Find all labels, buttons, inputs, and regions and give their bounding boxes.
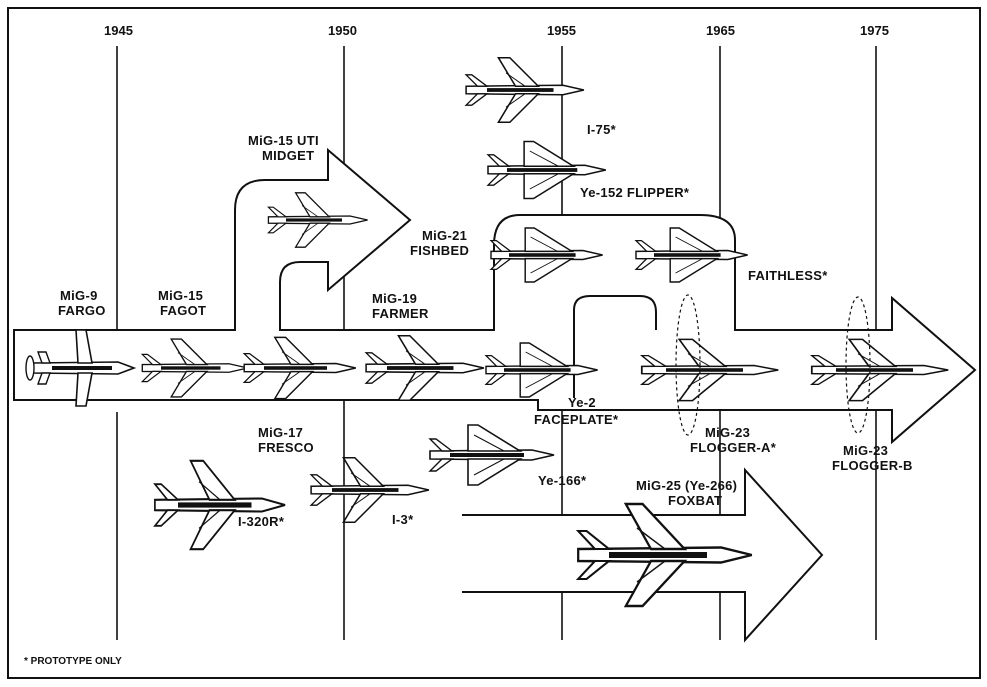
aircraft-labels: MiG-9 FARGO MiG-15 FAGOT MiG-15 UTI MIDG… <box>58 122 913 529</box>
ye2-branch-line <box>573 295 657 398</box>
year-label: 1950 <box>328 23 357 38</box>
mig21-label: FISHBED <box>410 243 469 258</box>
mig19-label: MiG-19 <box>372 291 417 306</box>
i75-silhouette <box>465 56 585 124</box>
i3-label: I-3* <box>392 512 414 527</box>
mig23a-label: FLOGGER-A* <box>690 440 777 455</box>
mig15-label: MiG-15 <box>158 288 203 303</box>
year-labels: 1945 1950 1955 1965 1975 <box>104 23 889 38</box>
mig19-label: FARMER <box>372 306 429 321</box>
i320r-silhouette <box>153 459 287 551</box>
year-label: 1945 <box>104 23 133 38</box>
ye166-silhouette <box>429 424 555 486</box>
mig23b-label: MiG-23 <box>843 443 888 458</box>
i320r-label: I-320R* <box>238 514 285 529</box>
mig9-label: FARGO <box>58 303 106 318</box>
diagram-frame <box>7 7 981 679</box>
mig9-label: MiG-9 <box>60 288 98 303</box>
faithless-label: FAITHLESS* <box>748 268 828 283</box>
year-label: 1975 <box>860 23 889 38</box>
ye166-label: Ye-166* <box>538 473 587 488</box>
mig17-label: FRESCO <box>258 440 314 455</box>
mig25-label: FOXBAT <box>668 493 722 508</box>
mig17-label: MiG-17 <box>258 425 303 440</box>
mig15-label: FAGOT <box>160 303 206 318</box>
ye2-label: FACEPLATE* <box>534 412 619 427</box>
year-label: 1955 <box>547 23 576 38</box>
mig23b-label: FLOGGER-B <box>832 458 913 473</box>
footnote: * PROTOTYPE ONLY <box>24 656 122 667</box>
mig21-label: MiG-21 <box>422 228 467 243</box>
year-label: 1965 <box>706 23 735 38</box>
ye2-label: Ye-2 <box>568 395 596 410</box>
mig23a-label: MiG-23 <box>705 425 750 440</box>
swing-wing-outlines <box>675 294 871 436</box>
mig15uti-label: MiG-15 UTI <box>248 133 319 148</box>
i75-label: I-75* <box>587 122 617 137</box>
ye152-label: Ye-152 FLIPPER* <box>580 185 690 200</box>
mig25-label: MiG-25 (Ye-266) <box>636 478 737 493</box>
mig15uti-label: MIDGET <box>262 148 314 163</box>
